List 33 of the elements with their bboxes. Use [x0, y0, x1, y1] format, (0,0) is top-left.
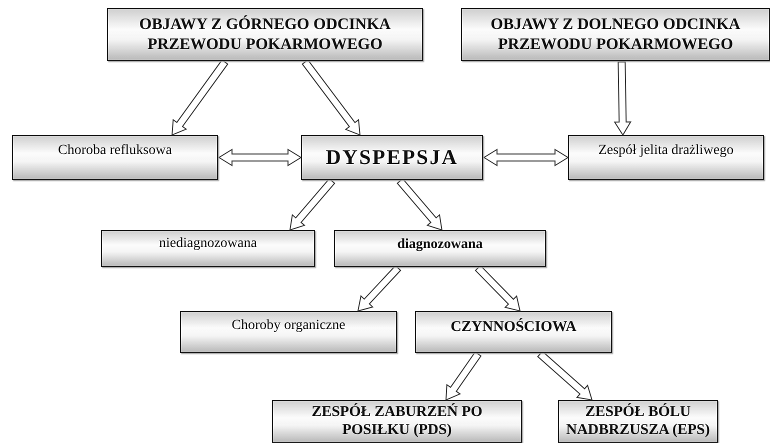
box-label: OBJAWY Z GÓRNEGO ODCINKA PRZEWODU POKARMOWEGO [138, 15, 392, 54]
box-label: CZYNNOŚCIOWA [450, 318, 578, 336]
block-arrow [396, 178, 443, 231]
box-label: Choroby organiczne [230, 318, 346, 335]
process-box [101, 230, 315, 267]
block-arrow [289, 178, 336, 231]
box-label: niediagnozowana [158, 236, 258, 253]
process-box [415, 311, 612, 353]
block-arrow [537, 350, 593, 401]
box-label: Zespół jelita drażliwego [597, 143, 735, 160]
process-box [558, 400, 718, 443]
block-arrow [483, 148, 569, 166]
box-label: DYSPEPSJA [324, 144, 460, 170]
process-box [180, 311, 397, 353]
process-box [568, 135, 764, 180]
process-box [272, 400, 522, 443]
block-arrow [445, 351, 482, 401]
box-label: diagnozowana [396, 237, 484, 254]
box-label: OBJAWY Z DOLNEGO ODCINKA PRZEWODU POKARMOWEGO [490, 15, 742, 54]
block-arrow [218, 148, 302, 166]
process-box [107, 8, 423, 61]
box-label: ZESPÓŁ ZABURZEŃ PO POSIŁKU (PDS) [310, 403, 484, 439]
block-arrow [302, 59, 361, 136]
block-arrow [357, 264, 402, 312]
block-arrow [172, 59, 228, 136]
process-box [12, 135, 218, 180]
block-arrow [474, 264, 521, 312]
block-arrow [614, 61, 632, 136]
box-label: ZESPÓŁ BÓLU NADBRZUSZA (EPS) [565, 403, 711, 439]
process-box [461, 8, 770, 61]
box-label: Choroba refluksowa [57, 143, 173, 160]
process-box [334, 230, 546, 267]
process-box [301, 135, 483, 180]
